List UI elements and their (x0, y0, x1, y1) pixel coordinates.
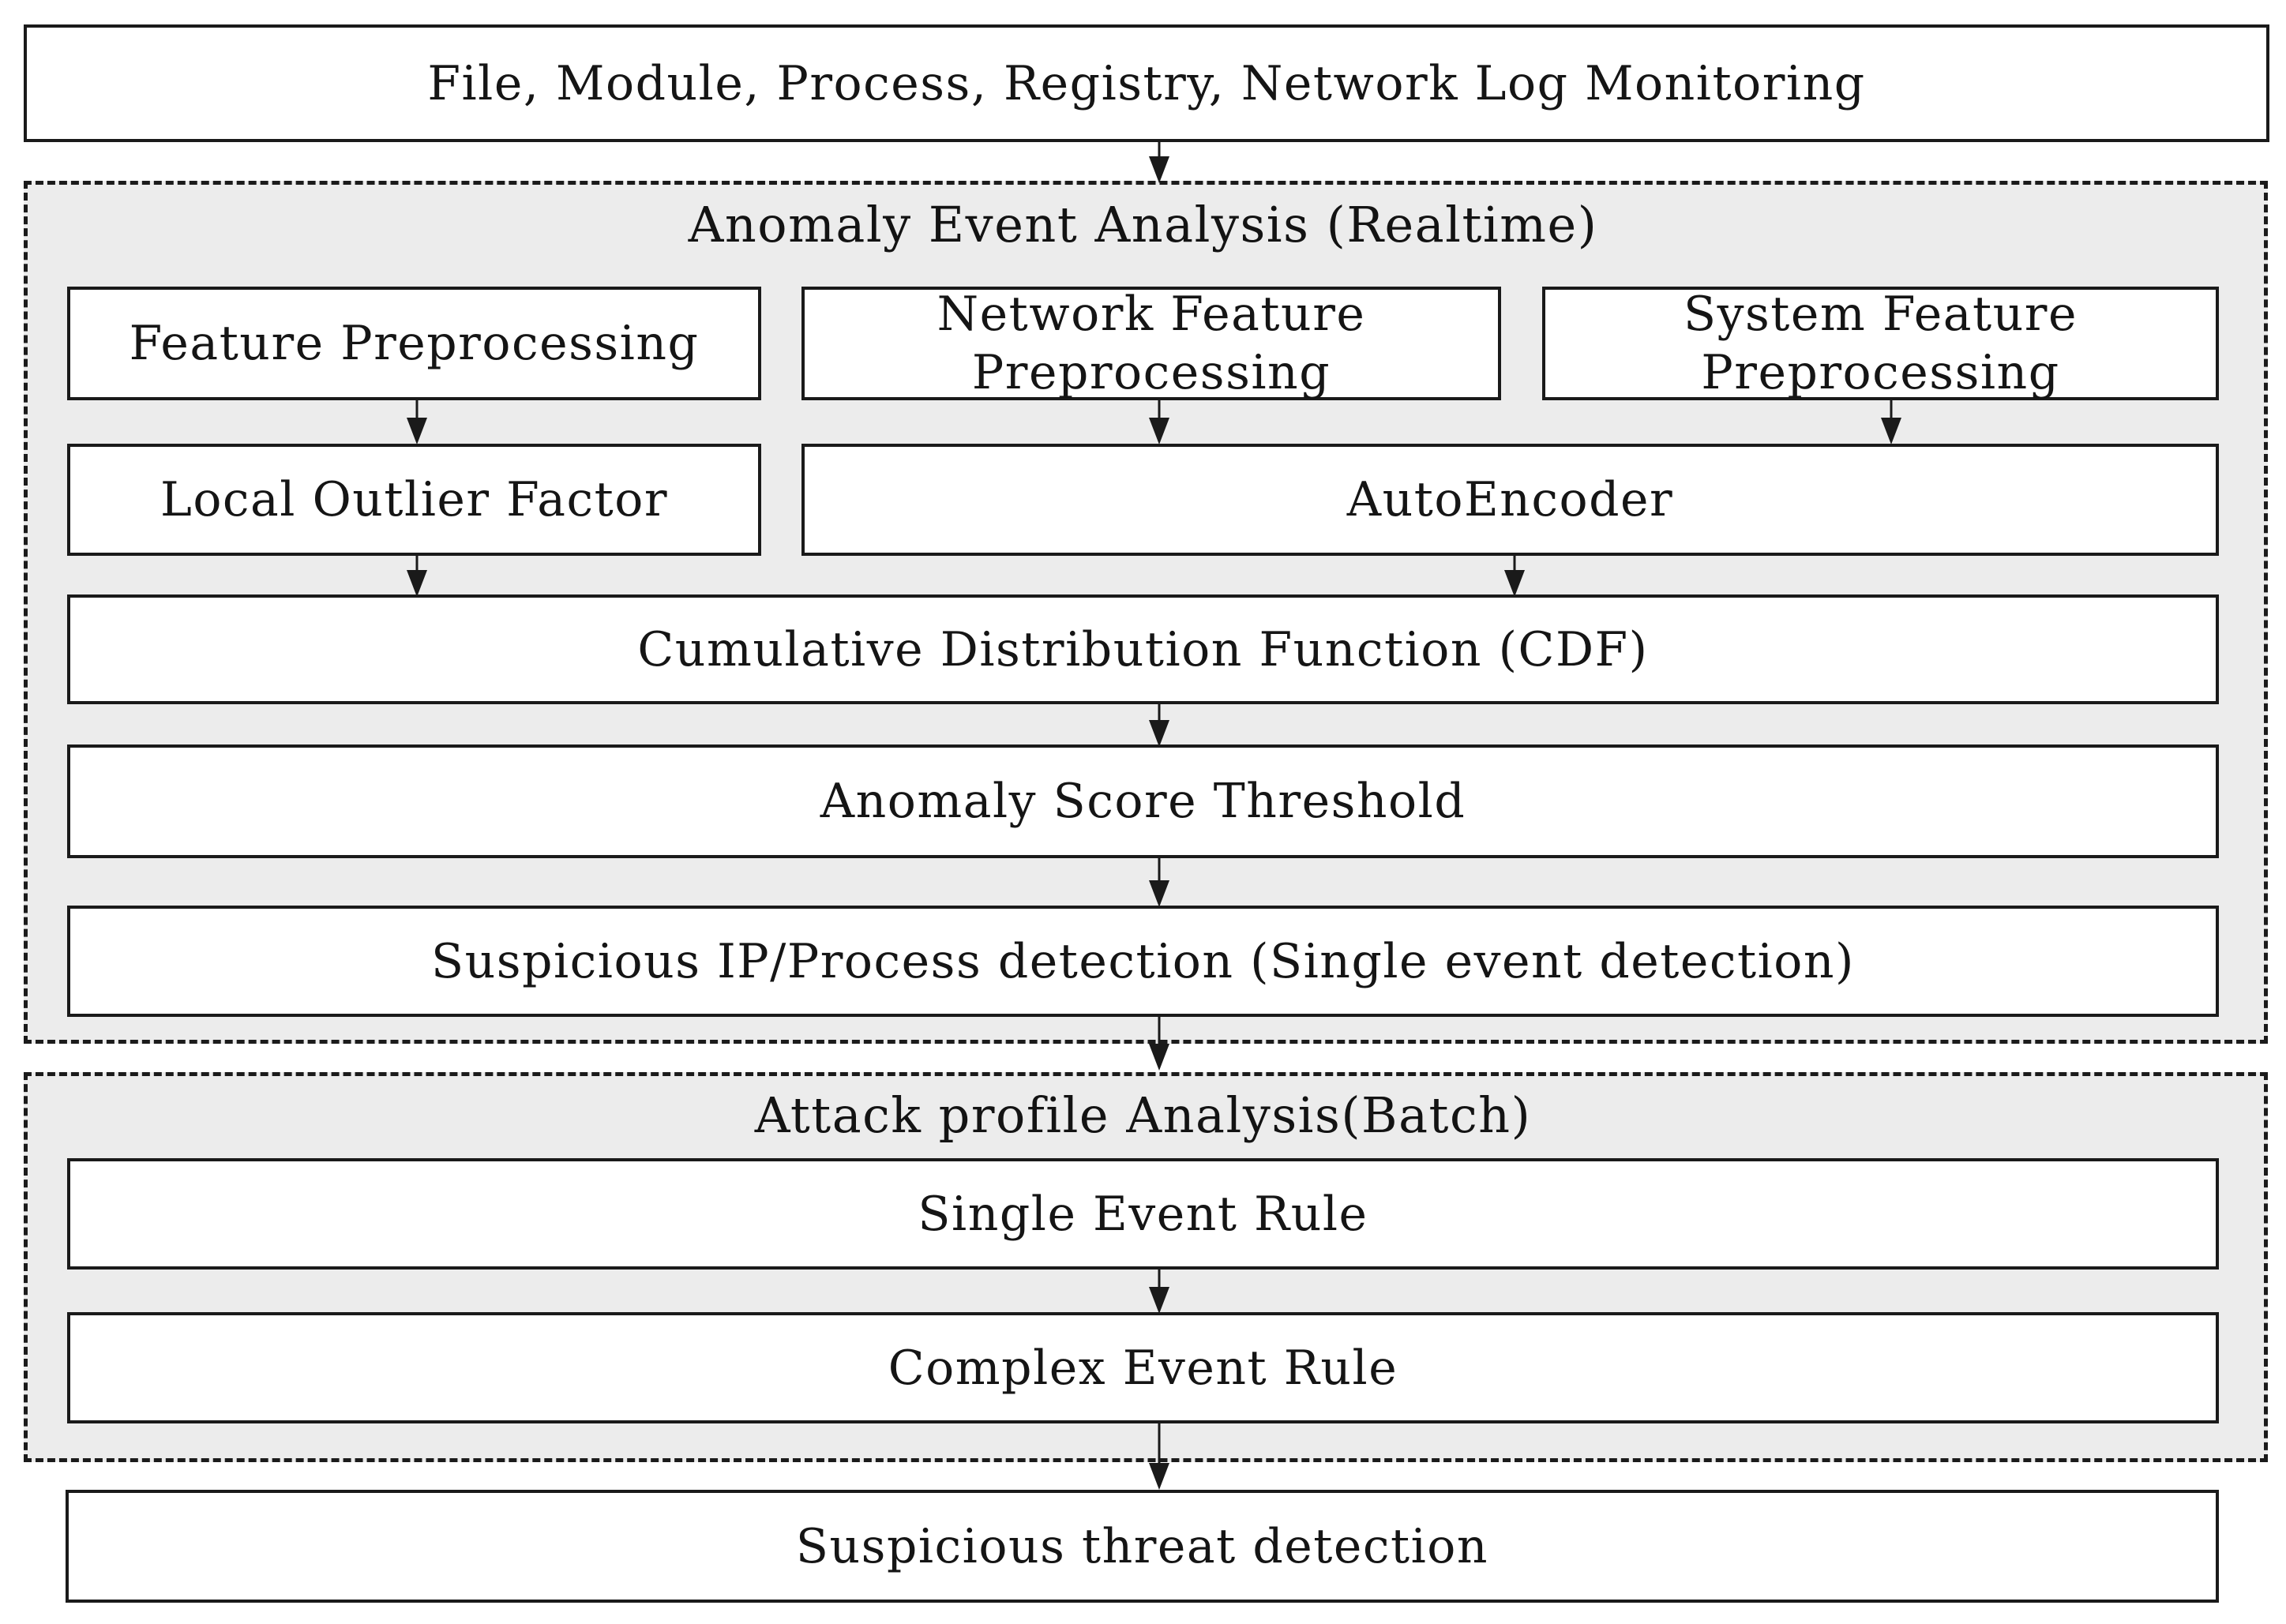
arrow-stem (1158, 1017, 1161, 1047)
arrow-stem (1158, 400, 1161, 421)
arrowhead-icon (1149, 156, 1169, 183)
arrow-single-rule-to-complex-rule (1149, 1270, 1169, 1314)
arrow-stem (1158, 704, 1161, 723)
box-anomaly-score-threshold: Anomaly Score Threshold (67, 744, 2219, 858)
arrowhead-icon (1149, 880, 1169, 907)
arrow-feature-pre-to-lof (407, 400, 427, 444)
arrow-stem (1513, 556, 1516, 573)
box-system-feature-preprocessing: System Feature Preprocessing (1542, 287, 2219, 400)
box-autoencoder: AutoEncoder (801, 444, 2219, 556)
box-complex-event-rule: Complex Event Rule (67, 1312, 2219, 1423)
arrowhead-icon (1504, 570, 1525, 597)
arrow-batch-to-output (1149, 1423, 1169, 1490)
batch-section-title: Attack profile Analysis(Batch) (754, 1086, 1532, 1144)
arrowhead-icon (1149, 1044, 1169, 1071)
arrow-stem (415, 556, 419, 573)
box-cumulative-distribution-function: Cumulative Distribution Function (CDF) (67, 594, 2219, 704)
arrow-stem (1890, 400, 1893, 421)
box-log-monitoring: File, Module, Process, Registry, Network… (24, 24, 2269, 142)
arrow-cdf-to-threshold (1149, 704, 1169, 747)
arrow-threshold-to-suspicious-ip (1149, 858, 1169, 907)
arrowhead-icon (1881, 418, 1901, 444)
box-network-feature-preprocessing: Network Feature Preprocessing (801, 287, 1501, 400)
realtime-section-title: Anomaly Event Analysis (Realtime) (688, 196, 1598, 253)
arrowhead-icon (407, 570, 427, 597)
box-feature-preprocessing: Feature Preprocessing (67, 287, 761, 400)
arrow-stem (1158, 142, 1161, 159)
box-suspicious-threat-detection: Suspicious threat detection (66, 1490, 2219, 1603)
arrowhead-icon (407, 418, 427, 444)
arrow-system-pre-to-autoencoder (1881, 400, 1901, 444)
arrow-stem (1158, 1270, 1161, 1290)
arrowhead-icon (1149, 418, 1169, 444)
box-single-event-rule: Single Event Rule (67, 1158, 2219, 1270)
box-suspicious-ip-process-detection: Suspicious IP/Process detection (Single … (67, 906, 2219, 1017)
arrowhead-icon (1149, 1287, 1169, 1314)
box-local-outlier-factor: Local Outlier Factor (67, 444, 761, 556)
arrow-lof-to-cdf (407, 556, 427, 597)
arrow-realtime-to-batch (1149, 1017, 1169, 1071)
arrow-stem (415, 400, 419, 421)
arrow-network-pre-to-autoencoder (1149, 400, 1169, 444)
arrowhead-icon (1149, 1463, 1169, 1490)
arrow-source-to-realtime (1149, 142, 1169, 183)
arrow-stem (1158, 858, 1161, 883)
arrow-autoencoder-to-cdf (1504, 556, 1525, 597)
arrowhead-icon (1149, 720, 1169, 747)
arrow-stem (1158, 1423, 1161, 1466)
